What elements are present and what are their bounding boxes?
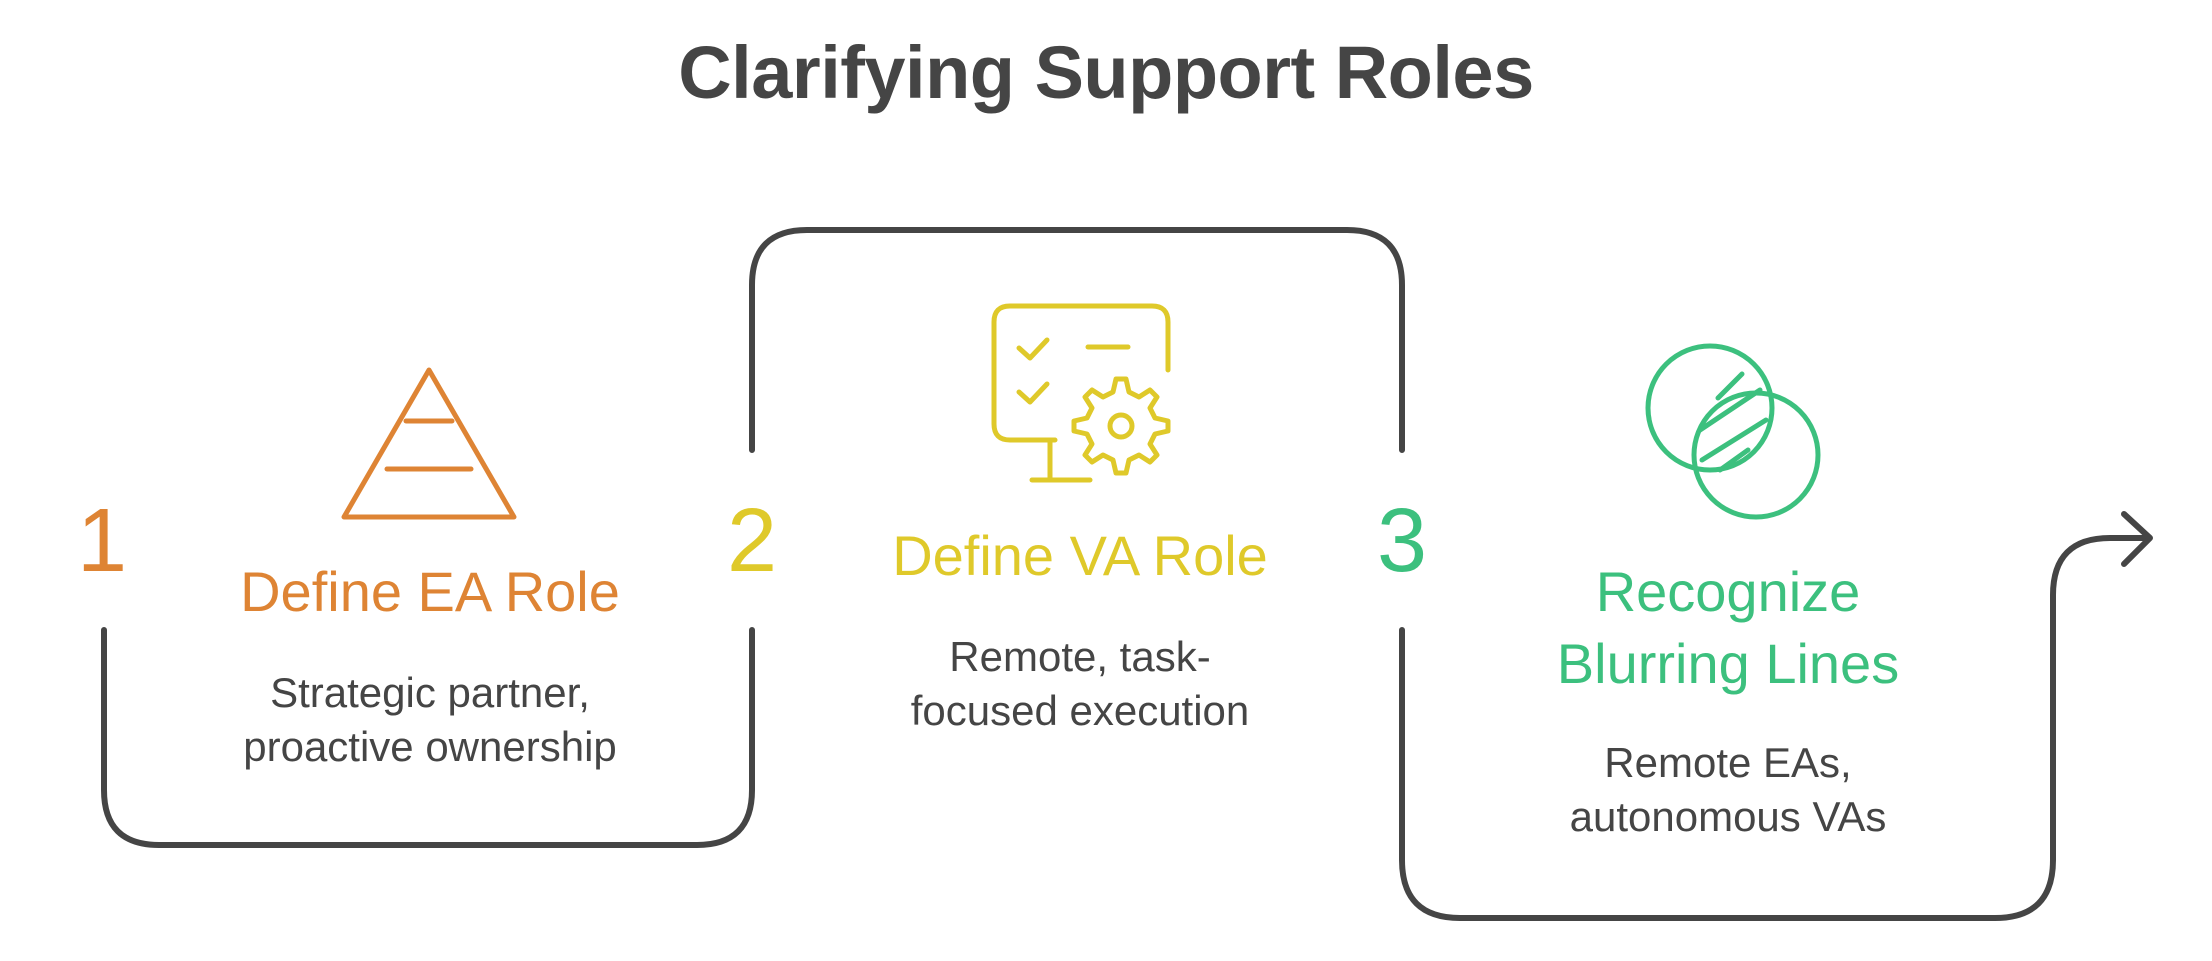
step-number-1: 1 <box>76 491 128 591</box>
step-title-3-line-2: Blurring Lines <box>1556 632 1900 695</box>
step-title-2: Define VA Role <box>892 524 1268 587</box>
step-description-2-line-1: Remote, task- <box>949 633 1211 680</box>
step-description-2-line-2: focused execution <box>910 687 1250 734</box>
arrowhead-icon <box>2121 511 2153 567</box>
step-description-3: Remote EAs, autonomous VAs <box>1478 736 1978 844</box>
connector-line-1 <box>101 627 755 848</box>
pyramid-icon <box>341 367 517 520</box>
step-description-3-line-1: Remote EAs, <box>1604 739 1852 786</box>
overlapping-circles-icon <box>1645 343 1821 520</box>
step-title-3-line-1: Recognize <box>1595 560 1861 623</box>
page-title: Clarifying Support Roles <box>678 31 1534 114</box>
step-description-1-line-1: Strategic partner, <box>270 669 590 716</box>
step-description-1: Strategic partner, proactive ownership <box>180 666 680 774</box>
step-number-3: 3 <box>1376 491 1428 591</box>
monitor-checklist-gear-icon <box>991 303 1171 483</box>
step-number-2: 2 <box>726 491 778 591</box>
step-description-2: Remote, task- focused execution <box>830 630 1330 738</box>
connector-line-2 <box>749 227 1405 453</box>
step-description-1-line-2: proactive ownership <box>243 723 617 770</box>
step-description-3-line-2: autonomous VAs <box>1569 793 1887 840</box>
connector-line-3 <box>1399 535 2151 921</box>
step-title-3: Recognize Blurring Lines <box>1478 556 1978 700</box>
step-title-1: Define EA Role <box>240 560 620 623</box>
